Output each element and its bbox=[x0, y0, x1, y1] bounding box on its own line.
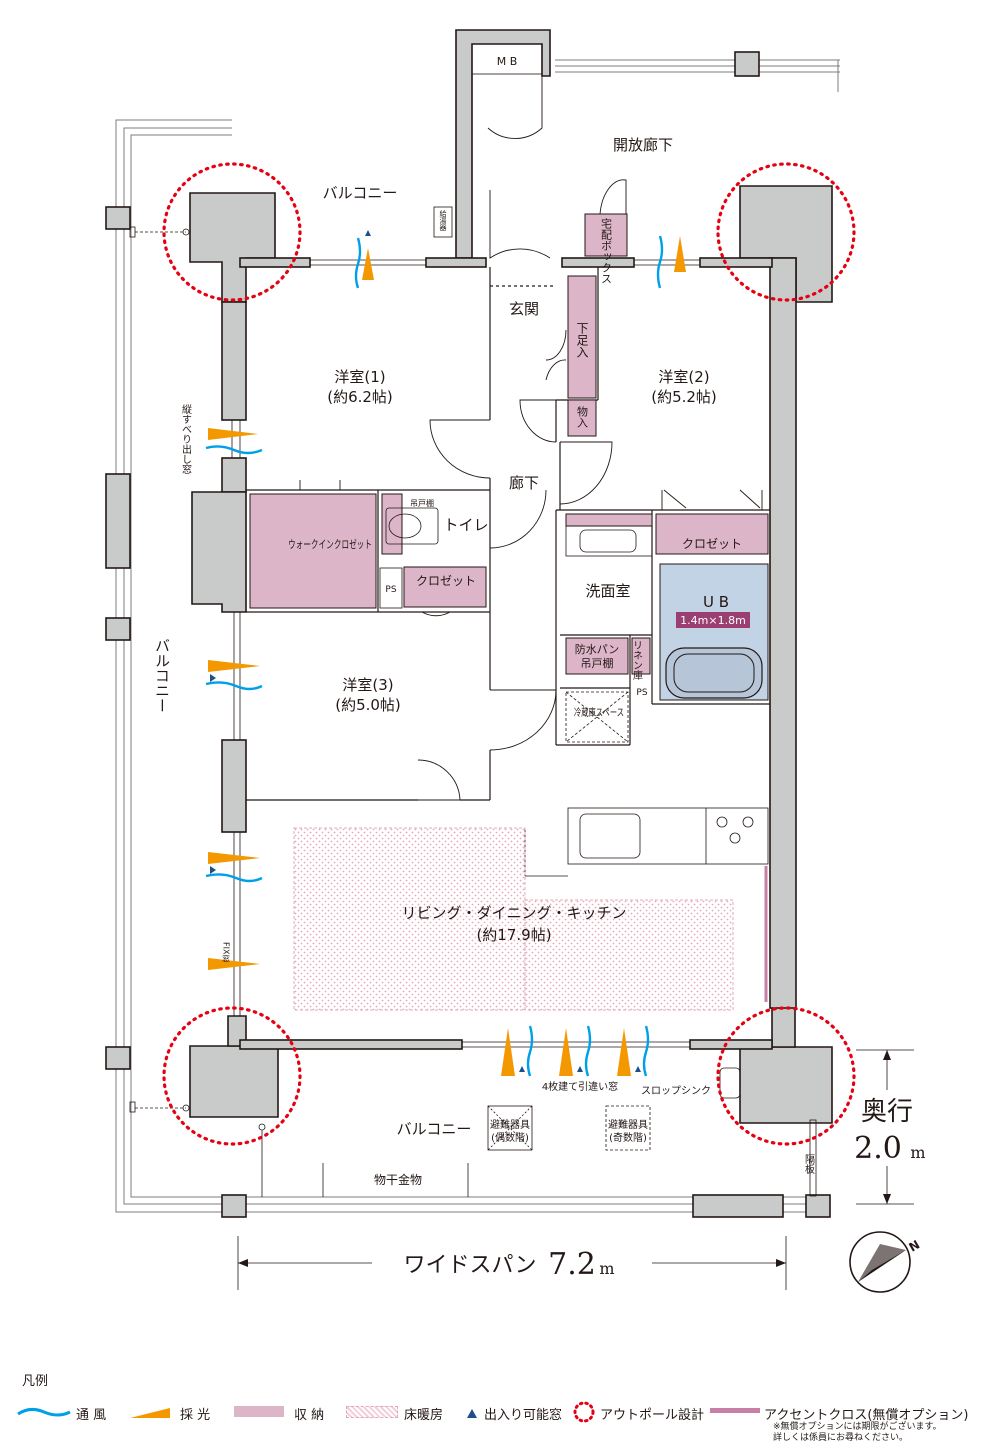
label-entrance: 玄関 bbox=[509, 300, 539, 318]
label-fix-window: FIX窓 bbox=[222, 942, 231, 962]
label-span: ワイドスパン bbox=[403, 1253, 536, 1278]
outpole-icon bbox=[573, 1401, 595, 1423]
legend-light: 採 光 bbox=[180, 1408, 211, 1423]
label-ps: PS bbox=[385, 585, 396, 595]
storage-areas bbox=[249, 213, 769, 675]
label-room1-size: (約6.2帖) bbox=[327, 388, 393, 406]
label-hanging-shelf2: 吊戸棚 bbox=[581, 656, 614, 670]
label-escape1-sub: (偶数階) bbox=[491, 1131, 529, 1144]
label-drying: 物干金物 bbox=[374, 1172, 422, 1187]
label-washroom: 洗面室 bbox=[585, 582, 630, 600]
label-escape1: 避難器具 bbox=[490, 1118, 530, 1131]
legend: 凡例 通 風 採 光 収 納 床暖房 出入り可能窓 アウトポール設計 アクセント… bbox=[0, 1370, 992, 1451]
label-walkin: ウォークインクロゼット bbox=[288, 538, 372, 551]
floor-plan: N M B 開放廊下 バルコニー 給湯器 宅配ボックス 玄関 下足入 物入 洋室… bbox=[105, 29, 926, 1293]
label-closet: クロゼット bbox=[416, 574, 476, 588]
label-span-value: 7.2 bbox=[548, 1247, 596, 1282]
label-ldk: リビング・ダイニング・キッチン bbox=[401, 904, 626, 922]
label-room2: 洋室(2) bbox=[658, 368, 709, 386]
label-sliding-window: 4枚建て引違い窓 bbox=[542, 1080, 618, 1093]
storage-swatch bbox=[234, 1406, 284, 1417]
label-meter: 給湯器 bbox=[439, 209, 447, 232]
label-closet2: クロゼット bbox=[682, 537, 742, 551]
label-escape2: 避難器具 bbox=[608, 1118, 648, 1131]
label-shoe-storage: 下足入 bbox=[575, 322, 589, 358]
accent-swatch bbox=[710, 1408, 760, 1413]
entry-window-icon bbox=[467, 1409, 477, 1418]
label-delivery-box: 宅配ボックス bbox=[600, 217, 613, 284]
legend-wind: 通 風 bbox=[76, 1408, 107, 1423]
label-partition: 隔板 bbox=[803, 1154, 815, 1175]
label-depth-unit: m bbox=[910, 1143, 925, 1162]
balcony-railing bbox=[105, 51, 840, 1218]
outpole-markers bbox=[162, 162, 856, 1146]
wind-icon bbox=[17, 1407, 71, 1417]
plan-labels: M B 開放廊下 バルコニー 給湯器 宅配ボックス 玄関 下足入 物入 洋室(1… bbox=[153, 55, 926, 1282]
label-waterproof-pan: 防水パン bbox=[575, 642, 620, 656]
legend-accent: アクセントクロス(無償オプション) bbox=[764, 1408, 969, 1423]
legend-outpole: アウトポール設計 bbox=[600, 1408, 705, 1423]
label-balcony-top: バルコニー bbox=[323, 184, 398, 202]
floor-heating-swatch bbox=[346, 1406, 398, 1418]
label-mb: M B bbox=[497, 55, 518, 68]
label-ps2: PS bbox=[636, 688, 647, 698]
ub-size-badge bbox=[676, 612, 750, 628]
label-ub-size: 1.4m×1.8m bbox=[680, 614, 746, 627]
unit-bath bbox=[659, 563, 769, 701]
label-open-corridor: 開放廊下 bbox=[613, 136, 673, 154]
drying-rods bbox=[129, 226, 469, 1197]
structure-walls bbox=[189, 29, 833, 1197]
label-escape2-sub: (奇数階) bbox=[609, 1131, 647, 1144]
floor-heating-area bbox=[293, 827, 526, 1011]
doors bbox=[299, 76, 763, 801]
label-hanging-shelf: 吊戸棚 bbox=[410, 498, 434, 508]
compass-icon: N bbox=[849, 1231, 922, 1293]
label-room2-size: (約5.2帖) bbox=[651, 388, 717, 406]
label-balcony-bottom: バルコニー bbox=[397, 1120, 472, 1138]
label-ldk-size: (約17.9帖) bbox=[476, 926, 551, 944]
legend-entry-window: 出入り可能窓 bbox=[484, 1408, 563, 1423]
light-icon bbox=[130, 1408, 170, 1418]
dimension-lines bbox=[237, 1049, 914, 1290]
label-linen: リネン庫 bbox=[631, 640, 643, 681]
label-room3: 洋室(3) bbox=[342, 676, 393, 694]
label-storage: 物入 bbox=[576, 405, 589, 428]
label-hallway: 廊下 bbox=[509, 474, 539, 492]
label-slide-window: 縦すべり出し窓 bbox=[180, 403, 192, 474]
label-span-unit: m bbox=[599, 1259, 614, 1278]
label-room1: 洋室(1) bbox=[334, 368, 385, 386]
legend-storage: 収 納 bbox=[294, 1408, 325, 1423]
label-ub: U B bbox=[703, 593, 729, 611]
floor-heating-area-2 bbox=[524, 899, 734, 1011]
legend-note: ※無償オプションには期限がございます。 詳しくは係員にお尋ねください。 bbox=[773, 1422, 942, 1443]
label-depth: 奥行 bbox=[861, 1097, 913, 1127]
legend-title: 凡例 bbox=[22, 1374, 49, 1389]
label-room3-size: (約5.0帖) bbox=[335, 696, 401, 714]
label-depth-value: 2.0 bbox=[854, 1131, 902, 1166]
label-slop-sink: スロップシンク bbox=[641, 1085, 711, 1097]
label-balcony-side: バルコニー bbox=[153, 638, 171, 713]
legend-floor-heating: 床暖房 bbox=[404, 1408, 444, 1423]
fixtures bbox=[379, 206, 769, 1151]
label-toilet: トイレ bbox=[443, 516, 488, 534]
label-fridge: 冷蔵庫スペース bbox=[574, 706, 624, 719]
ventilation-light-symbols bbox=[205, 230, 686, 1077]
